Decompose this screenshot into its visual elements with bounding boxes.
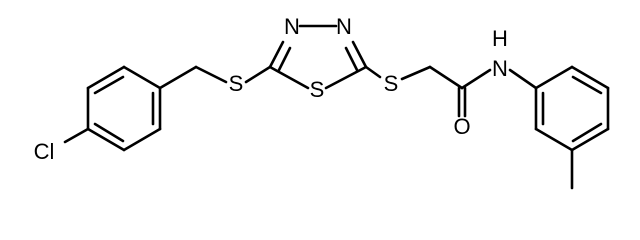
- bond: [93, 122, 125, 143]
- sulfur-label: S: [384, 71, 399, 96]
- bond: [571, 122, 603, 143]
- bond: [570, 65, 610, 90]
- bond: [86, 127, 126, 152]
- bond: [571, 75, 603, 95]
- bond: [534, 127, 574, 152]
- ring-sulfur-label: S: [310, 77, 325, 102]
- bond: [351, 40, 368, 69]
- bond: [122, 127, 162, 152]
- bond: [364, 65, 382, 79]
- chemical-structure: Cl S S S N N N H O: [34, 14, 610, 190]
- bond: [268, 40, 285, 69]
- atom-labels: Cl S S S N N N H O: [34, 14, 508, 164]
- carbonyl-oxygen-label: O: [453, 114, 470, 139]
- bond: [93, 75, 125, 95]
- bond: [158, 65, 198, 90]
- bond: [324, 65, 368, 90]
- bonds: [63, 24, 610, 190]
- bond: [570, 127, 610, 152]
- ring-nitrogen-label: N: [336, 14, 352, 39]
- bond: [460, 68, 492, 90]
- chlorine-label: Cl: [34, 139, 55, 164]
- bond: [86, 65, 126, 90]
- bond: [400, 65, 432, 81]
- bond: [194, 65, 228, 84]
- bond: [268, 65, 310, 90]
- bond: [122, 65, 162, 90]
- sulfur-label: S: [229, 71, 244, 96]
- bond: [244, 65, 272, 84]
- ring-nitrogen-label: N: [284, 14, 300, 39]
- bond: [534, 65, 574, 90]
- bond: [63, 127, 90, 144]
- bond: [508, 68, 538, 90]
- amide-nitrogen-label: N: [492, 56, 508, 81]
- bond: [344, 46, 359, 72]
- bond: [428, 65, 464, 90]
- amide-hydrogen-label: H: [492, 26, 508, 51]
- bond: [277, 46, 292, 72]
